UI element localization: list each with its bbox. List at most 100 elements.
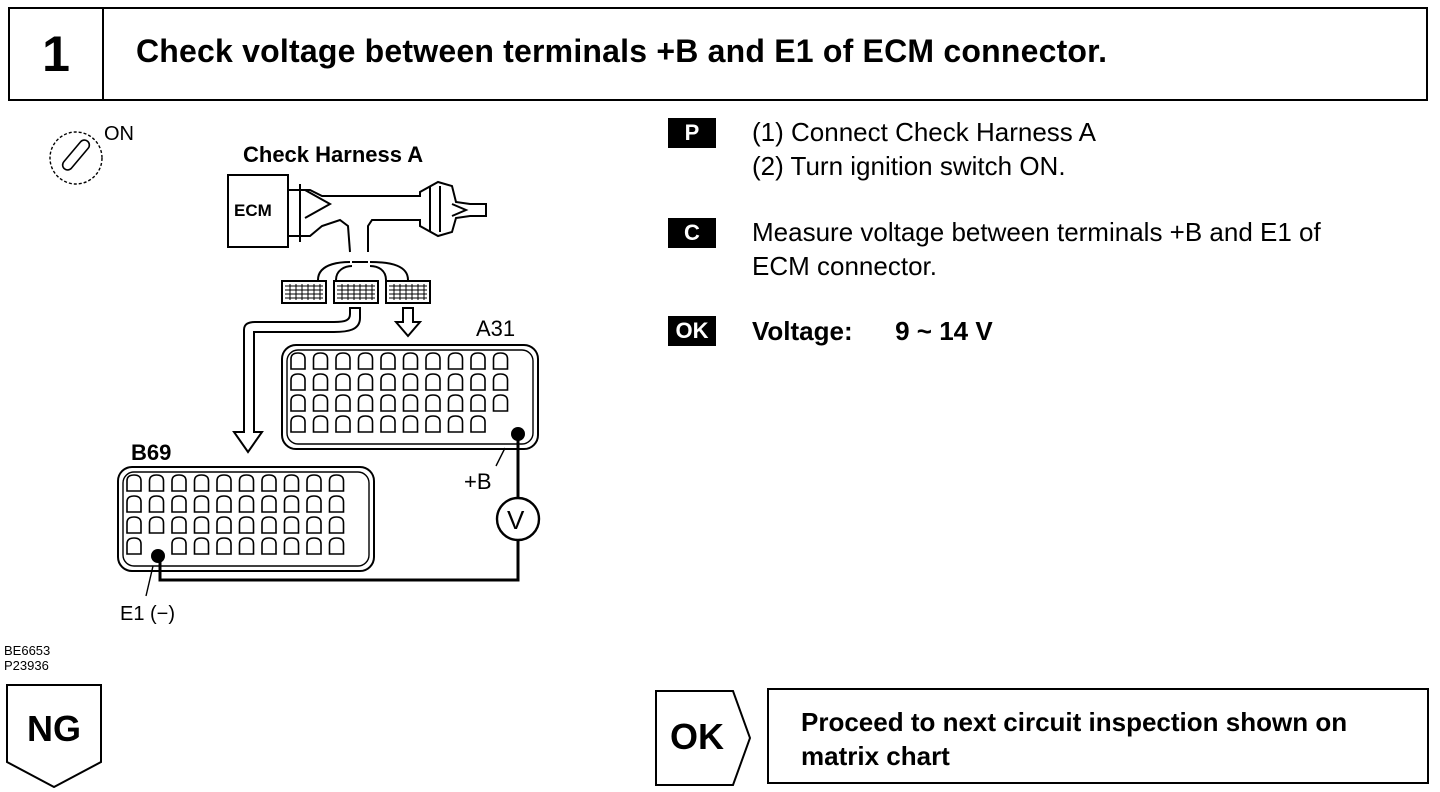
voltmeter-icon: [495, 496, 541, 542]
connector-pin: [306, 516, 322, 534]
connector-pin: [283, 474, 300, 492]
connector-pin: [492, 394, 509, 412]
connector-pin: [193, 537, 210, 555]
connector-pin: [148, 516, 165, 534]
spec-label: Voltage:: [752, 316, 853, 346]
positive-terminal-label: +B: [464, 469, 492, 494]
connector-pin: [290, 352, 306, 370]
connector-pin: [335, 373, 351, 391]
step-number: 1: [10, 9, 104, 99]
connector-pin: [216, 495, 232, 513]
connector-pin: [261, 537, 277, 555]
connector-pin: [171, 495, 187, 513]
connector-pin: [306, 495, 322, 513]
voltage-spec: Voltage: 9 ~ 14 V: [752, 314, 993, 348]
connector-pin: [328, 516, 345, 534]
connector-pin: [290, 373, 306, 391]
ng-result-tag: [6, 684, 102, 788]
figure-id: P23936: [4, 658, 49, 673]
prep-step-1: (1) Connect Check Harness A: [752, 117, 1096, 147]
spec-value: 9 ~ 14 V: [895, 316, 993, 346]
connector-pin: [402, 394, 419, 412]
connector-pin: [148, 495, 165, 513]
connector-pin: [425, 394, 441, 412]
connector-pin: [470, 373, 486, 391]
connector-pin: [216, 537, 232, 555]
connector-a31-label: A31: [476, 316, 515, 341]
connector-pin: [425, 373, 441, 391]
negative-terminal-label: E1 (−): [120, 603, 175, 625]
connector-pin: [380, 373, 396, 391]
ecm-unit: ECM: [227, 174, 289, 248]
prep-badge: P: [668, 118, 716, 148]
connector-b69-label: B69: [131, 440, 171, 465]
connector-pin: [470, 415, 486, 433]
connector-pin: [290, 394, 306, 412]
connector-pin: [312, 352, 329, 370]
connector-pin: [261, 516, 277, 534]
ok-action-box: Proceed to next circuit inspection shown…: [767, 688, 1429, 784]
check-harness: [288, 180, 487, 281]
connector-pin: [306, 537, 322, 555]
connector-pin: [312, 373, 329, 391]
connector-pin: [328, 474, 345, 492]
connector-pin: [402, 415, 419, 433]
connector-pin: [402, 352, 419, 370]
connector-pin: [402, 373, 419, 391]
ok-action-line-1: Proceed to next circuit inspection shown…: [801, 707, 1348, 737]
connector-pin: [126, 537, 142, 555]
connector-pin: [335, 352, 351, 370]
ok-label: OK: [670, 716, 724, 757]
ok-action-text: Proceed to next circuit inspection shown…: [801, 705, 1347, 773]
connector-pin: [312, 415, 329, 433]
connector-pin: [290, 415, 306, 433]
connector-pin: [335, 394, 351, 412]
connector-pin: [193, 474, 210, 492]
figure-ids: BE6653 P23936: [4, 643, 50, 673]
connector-pin: [335, 415, 351, 433]
connector-pin: [312, 394, 329, 412]
ignition-on-label: ON: [104, 123, 134, 145]
check-badge: C: [668, 218, 716, 248]
ok-result-tag: [655, 690, 751, 786]
connector-pin: [216, 474, 232, 492]
connector-pin: [380, 415, 396, 433]
connector-pin: [447, 373, 464, 391]
connector-pin: [238, 516, 255, 534]
prep-step-2: (2) Turn ignition switch ON.: [752, 151, 1066, 181]
step-title: Check voltage between terminals +B and E…: [136, 33, 1108, 69]
check-line-2: ECM connector.: [752, 251, 937, 281]
connection-arrows: [232, 307, 423, 454]
connector-pin: [447, 352, 464, 370]
connector-pin: [470, 352, 486, 370]
connector-pin: [328, 537, 345, 555]
harness-label: Check Harness A: [243, 142, 423, 167]
check-line-1: Measure voltage between terminals +B and…: [752, 217, 1321, 247]
connector-pin: [193, 516, 210, 534]
connector-pin: [193, 495, 210, 513]
connector-pin: [171, 516, 187, 534]
connector-pin: [470, 394, 486, 412]
ignition-switch-icon: [49, 131, 103, 185]
connector-pin: [425, 352, 441, 370]
connector-pin: [447, 415, 464, 433]
connector-pin: [306, 474, 322, 492]
connector-pin: [357, 394, 374, 412]
connector-b69: [117, 466, 375, 572]
connector-pin: [126, 516, 142, 534]
connector-pin: [357, 373, 374, 391]
connector-pin: [357, 352, 374, 370]
connector-pin: [238, 495, 255, 513]
connector-pin: [492, 373, 509, 391]
figure-id: BE6653: [4, 643, 51, 658]
negative-probe-point: [151, 549, 165, 563]
connector-pin: [261, 474, 277, 492]
connector-pin: [492, 352, 509, 370]
sub-connectors: [281, 280, 431, 304]
connector-pin: [126, 474, 142, 492]
connector-pin: [447, 394, 464, 412]
prep-steps: (1) Connect Check Harness A (2) Turn ign…: [752, 115, 1096, 183]
ecm-label: ECM: [234, 201, 272, 220]
connector-pin: [171, 474, 187, 492]
check-text: Measure voltage between terminals +B and…: [752, 215, 1321, 283]
